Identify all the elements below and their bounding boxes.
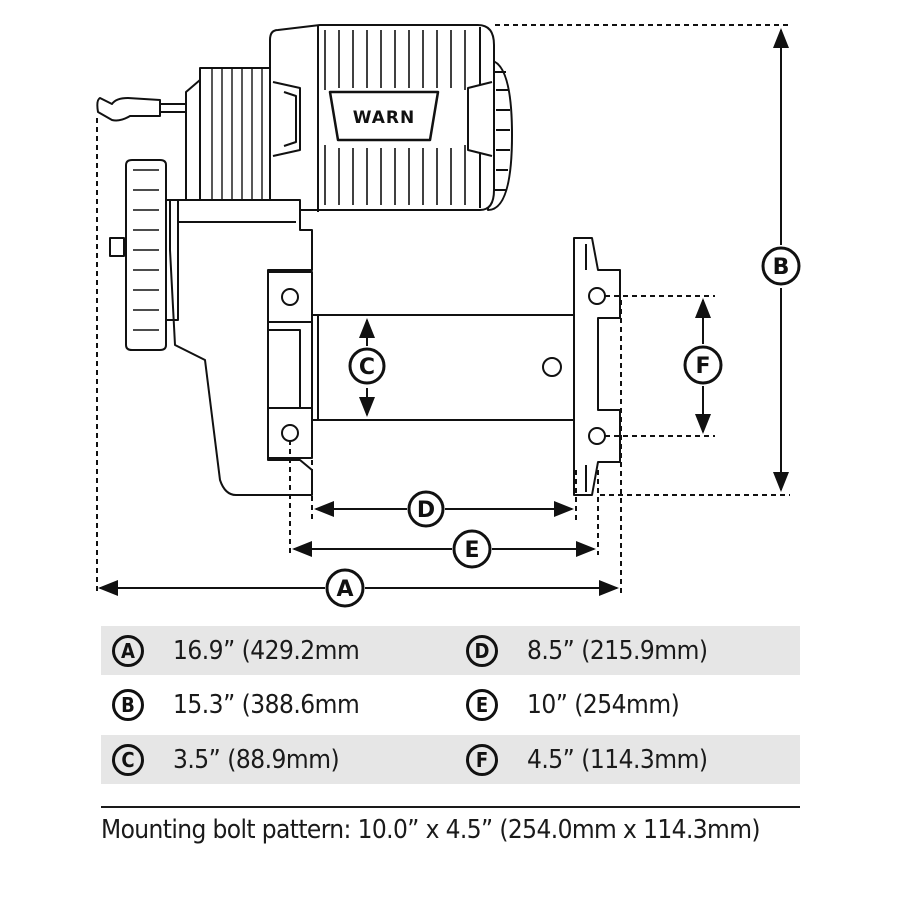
svg-text:A: A — [336, 577, 353, 602]
dimension-lines — [96, 24, 790, 596]
spec-d: D 8.5” (215.9mm) — [466, 626, 708, 675]
spec-value: 10” (254mm) — [527, 689, 680, 720]
spec-c: C 3.5” (88.9mm) — [112, 735, 340, 784]
winch-illustration: WARN — [96, 24, 621, 496]
svg-text:E: E — [464, 538, 479, 563]
spec-e: E 10” (254mm) — [466, 680, 680, 729]
warn-logo-text: WARN — [353, 108, 415, 128]
letter-badge: B — [112, 688, 144, 721]
callout-b: B — [761, 246, 801, 286]
letter-badge: F — [466, 743, 498, 776]
callout-e: E — [452, 529, 492, 569]
letter-badge: A — [112, 634, 144, 667]
callout-f: F — [683, 345, 723, 385]
divider — [101, 806, 800, 808]
spec-value: 3.5” (88.9mm) — [173, 744, 340, 775]
svg-text:C: C — [359, 355, 375, 380]
spec-f: F 4.5” (114.3mm) — [466, 735, 708, 784]
spec-a: A 16.9” (429.2mm — [112, 626, 360, 675]
spec-value: 8.5” (215.9mm) — [527, 635, 708, 666]
letter-badge: C — [112, 743, 144, 776]
spec-row-3: C 3.5” (88.9mm) F 4.5” (114.3mm) — [101, 735, 800, 784]
letter-badge: D — [466, 634, 498, 667]
spec-value: 15.3” (388.6mm — [173, 689, 360, 720]
callout-d: D — [407, 490, 445, 528]
spec-row-1: A 16.9” (429.2mm D 8.5” (215.9mm) — [101, 626, 800, 675]
svg-text:D: D — [417, 498, 435, 523]
svg-text:B: B — [773, 255, 790, 280]
spec-b: B 15.3” (388.6mm — [112, 680, 360, 729]
spec-value: 16.9” (429.2mm — [173, 635, 360, 666]
callout-c: C — [348, 347, 386, 385]
letter-badge: E — [466, 688, 498, 721]
mounting-bolt-pattern-note: Mounting bolt pattern: 10.0” x 4.5” (254… — [101, 815, 761, 845]
spec-row-2: B 15.3” (388.6mm E 10” (254mm) — [101, 680, 800, 729]
callout-a: A — [325, 568, 365, 608]
svg-text:F: F — [695, 354, 710, 379]
dimension-callouts: A B C D E F — [325, 246, 801, 608]
spec-value: 4.5” (114.3mm) — [527, 744, 708, 775]
